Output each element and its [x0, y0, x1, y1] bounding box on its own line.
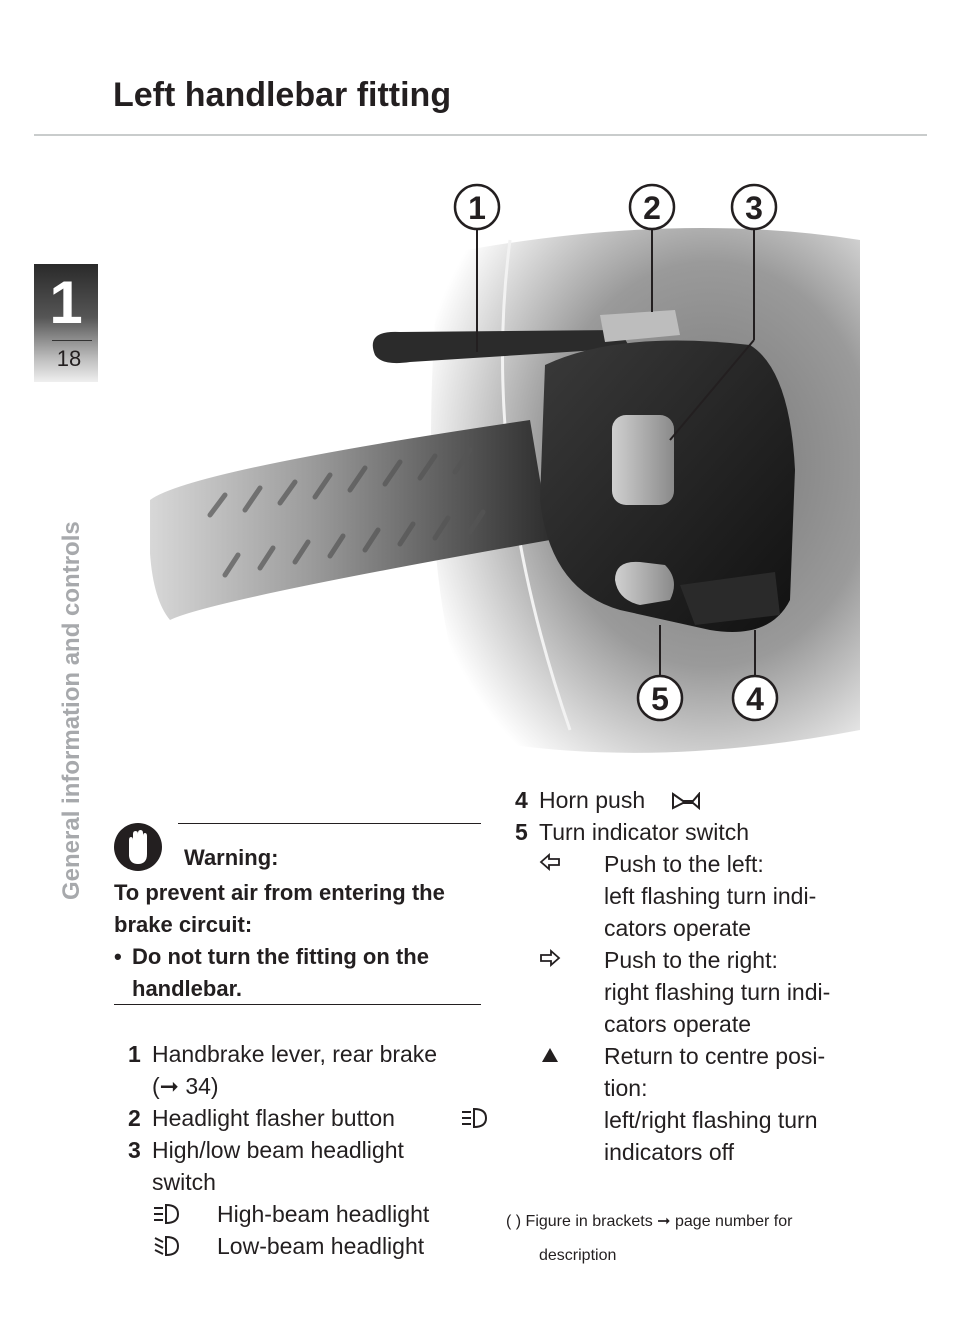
- turn-left-desc-1: left flashing turn indi-: [604, 883, 817, 909]
- warning-bullet: • Do not turn the fitting on the handleba…: [114, 941, 484, 1005]
- item-number: 2: [128, 1105, 141, 1131]
- title-divider: [34, 134, 927, 136]
- horn-icon: [672, 792, 700, 810]
- callout-1: 1: [468, 190, 486, 226]
- chapter-side-title: General information and controls: [58, 521, 85, 900]
- warning-title: Warning:: [184, 845, 279, 870]
- high-beam-icon: [462, 1107, 488, 1129]
- turn-right-desc-1: right flashing turn indi-: [604, 979, 831, 1005]
- item-label: Headlight flasher button: [152, 1105, 395, 1131]
- item-number: 1: [128, 1041, 141, 1067]
- callout-4: 4: [746, 681, 764, 717]
- callout-2: 2: [643, 190, 661, 226]
- warning-text: To prevent air from entering the brake c…: [114, 880, 445, 937]
- item-label: Handbrake lever, rear brake: [152, 1041, 438, 1067]
- turn-centre-desc-2: indicators off: [604, 1139, 734, 1165]
- warning-rule-top: [178, 823, 481, 824]
- arrow-right-icon: [540, 949, 561, 967]
- page-title: Left handlebar fitting: [113, 76, 452, 114]
- footnote-line-1: ( ) Figure in brackets ➞ page number for: [506, 1213, 793, 1230]
- high-beam-icon: [154, 1203, 180, 1225]
- arrow-left-icon: [539, 853, 560, 871]
- centre-triangle-icon: [542, 1048, 558, 1062]
- page-number: 18: [56, 346, 82, 371]
- chapter-divider: [52, 340, 92, 341]
- item-label: Turn indicator switch: [539, 819, 750, 845]
- warning-rule-bottom: [114, 1004, 481, 1005]
- callout-5: 5: [651, 681, 669, 717]
- turn-centre-desc-1: left/right flashing turn: [604, 1107, 818, 1133]
- handlebar-photo: 1 2 3 5 4: [150, 183, 860, 753]
- footnote-line-2: description: [539, 1247, 617, 1264]
- item-1-page-ref: (➞ 34): [152, 1073, 219, 1099]
- item-number: 3: [128, 1137, 141, 1163]
- turn-centre-label-cont: tion:: [604, 1075, 648, 1101]
- warning-bullet-text: Do not turn the fitting on the handlebar…: [132, 944, 429, 1001]
- item-number: 5: [515, 819, 528, 845]
- callout-3: 3: [745, 190, 763, 226]
- turn-left-label: Push to the left:: [604, 851, 764, 877]
- footnote: ( ) Figure in brackets ➞ page number for…: [506, 1205, 792, 1273]
- item-3-label-cont: switch: [152, 1169, 216, 1195]
- turn-centre-label: Return to centre posi-: [604, 1043, 826, 1069]
- turn-right-label: Push to the right:: [604, 947, 778, 973]
- high-beam-label: High-beam headlight: [217, 1201, 430, 1227]
- turn-left-desc-2: cators operate: [604, 915, 752, 941]
- low-beam-label: Low-beam headlight: [217, 1233, 425, 1259]
- chapter-number: 1: [49, 269, 83, 336]
- bullet-dot: •: [114, 944, 122, 969]
- item-label: High/low beam headlight: [152, 1137, 404, 1163]
- warning-hand-icon: [114, 823, 162, 871]
- turn-right-desc-2: cators operate: [604, 1011, 752, 1037]
- chapter-tab: [34, 264, 98, 382]
- low-beam-icon: [154, 1235, 180, 1257]
- item-number: 4: [515, 787, 528, 813]
- item-label: Horn push: [539, 787, 646, 813]
